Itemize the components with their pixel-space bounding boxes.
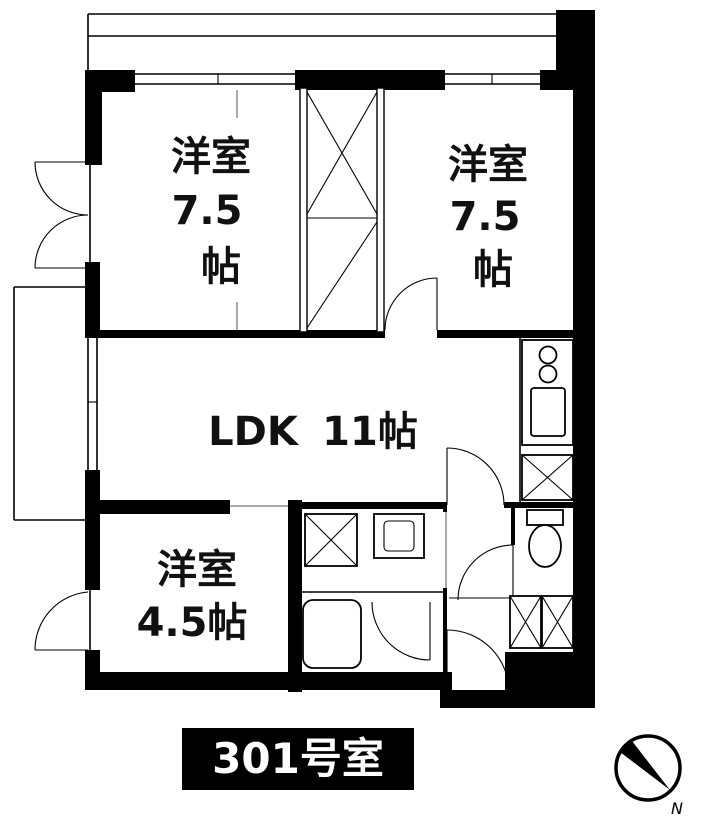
unit-label: 301号室 — [182, 728, 414, 790]
toilet-bowl — [528, 524, 562, 568]
compass-circle — [614, 734, 682, 802]
bathroom — [302, 599, 362, 669]
room-labels: 洋室 7.5 帖 洋室 7.5 帖 LDK 11帖 洋室 4.5帖 — [137, 134, 528, 646]
exterior-walls — [85, 10, 595, 708]
doors — [230, 277, 514, 693]
interior-walls — [85, 330, 595, 692]
entrance — [505, 595, 595, 692]
closet-shaft — [299, 87, 385, 333]
vanity-basin — [383, 520, 415, 552]
room-label-top-left-unit: 帖 — [201, 244, 241, 290]
windows — [34, 73, 540, 651]
unit-label-plate — [182, 728, 414, 790]
room-label-top-right-size: 7.5 — [450, 194, 521, 240]
balcony-lines — [13, 13, 556, 521]
room-label-bottom-left-name: 洋室 — [157, 547, 237, 593]
room-label-ldk-name: LDK — [208, 409, 300, 455]
bathtub — [302, 599, 362, 669]
toilet-tank — [526, 509, 564, 526]
room-label-ldk-size: 11帖 — [322, 409, 418, 455]
room-label-top-right-unit: 帖 — [473, 247, 513, 293]
room-label-top-left-name: 洋室 — [171, 134, 251, 180]
stove-burner-icon — [538, 345, 558, 365]
washroom — [302, 513, 443, 593]
entrance-column — [505, 652, 595, 692]
kitchen — [519, 338, 574, 502]
compass-n-label: N — [671, 799, 683, 818]
kitchen-sink — [530, 387, 566, 437]
toilet-room — [513, 509, 573, 599]
unit-number: 301号室 — [212, 734, 384, 783]
stove-burner-icon — [538, 364, 558, 384]
compass-north-icon: N — [614, 734, 683, 818]
room-label-top-right-name: 洋室 — [448, 142, 528, 188]
compass-needle — [620, 741, 670, 790]
room-label-bottom-left-size: 4.5帖 — [137, 600, 248, 646]
room-label-top-left-size: 7.5 — [172, 188, 243, 234]
